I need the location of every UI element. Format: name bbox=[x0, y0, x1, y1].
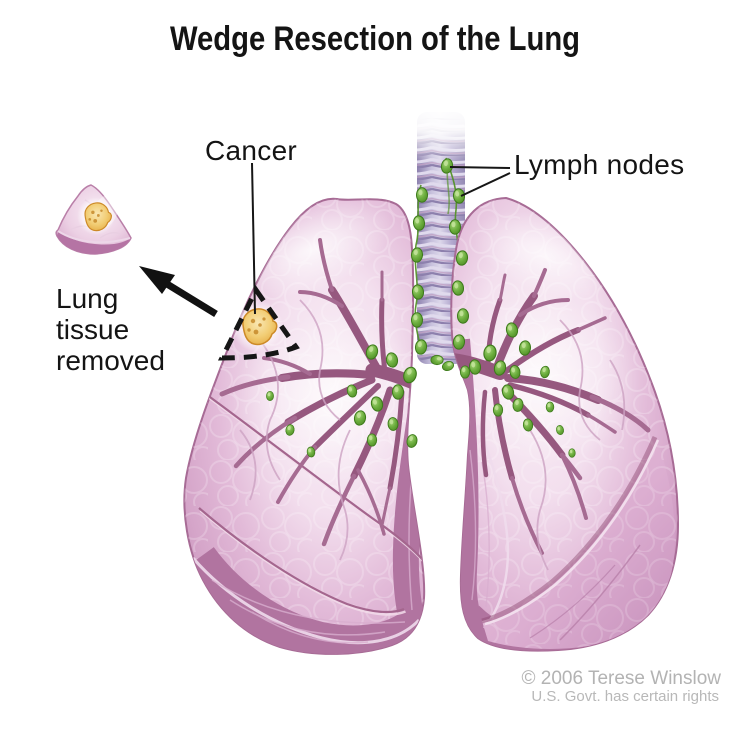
lymph-nodes-leader-lines bbox=[449, 166, 511, 197]
lymph-nodes-label: Lymph nodes bbox=[514, 149, 684, 180]
page-title: Wedge Resection of the Lung bbox=[170, 20, 580, 58]
credit-line2: U.S. Govt. has certain rights bbox=[531, 688, 719, 705]
cancer-leader-line bbox=[251, 162, 256, 315]
fine-vein-web bbox=[529, 319, 626, 571]
credit-line1: © 2006 Terese Winslow bbox=[521, 668, 721, 689]
excised-wedge-tissue bbox=[55, 184, 132, 255]
bronchial-vessels bbox=[219, 238, 425, 547]
fissure-lines bbox=[198, 391, 425, 616]
credit: © 2006 Terese Winslow U.S. Govt. has cer… bbox=[521, 668, 721, 705]
lung-tissue-removed-line3: removed bbox=[56, 345, 165, 376]
fine-vein-web bbox=[239, 299, 351, 561]
pointer-arrow bbox=[139, 266, 218, 317]
lung-tissue-removed-label: Lung tissue removed bbox=[56, 283, 165, 376]
lung-tissue-removed-line1: Lung bbox=[56, 283, 118, 314]
lung-tissue-removed-line2: tissue bbox=[56, 314, 129, 345]
cancer-label: Cancer bbox=[205, 135, 297, 166]
resection-dashed-outline bbox=[217, 285, 300, 361]
